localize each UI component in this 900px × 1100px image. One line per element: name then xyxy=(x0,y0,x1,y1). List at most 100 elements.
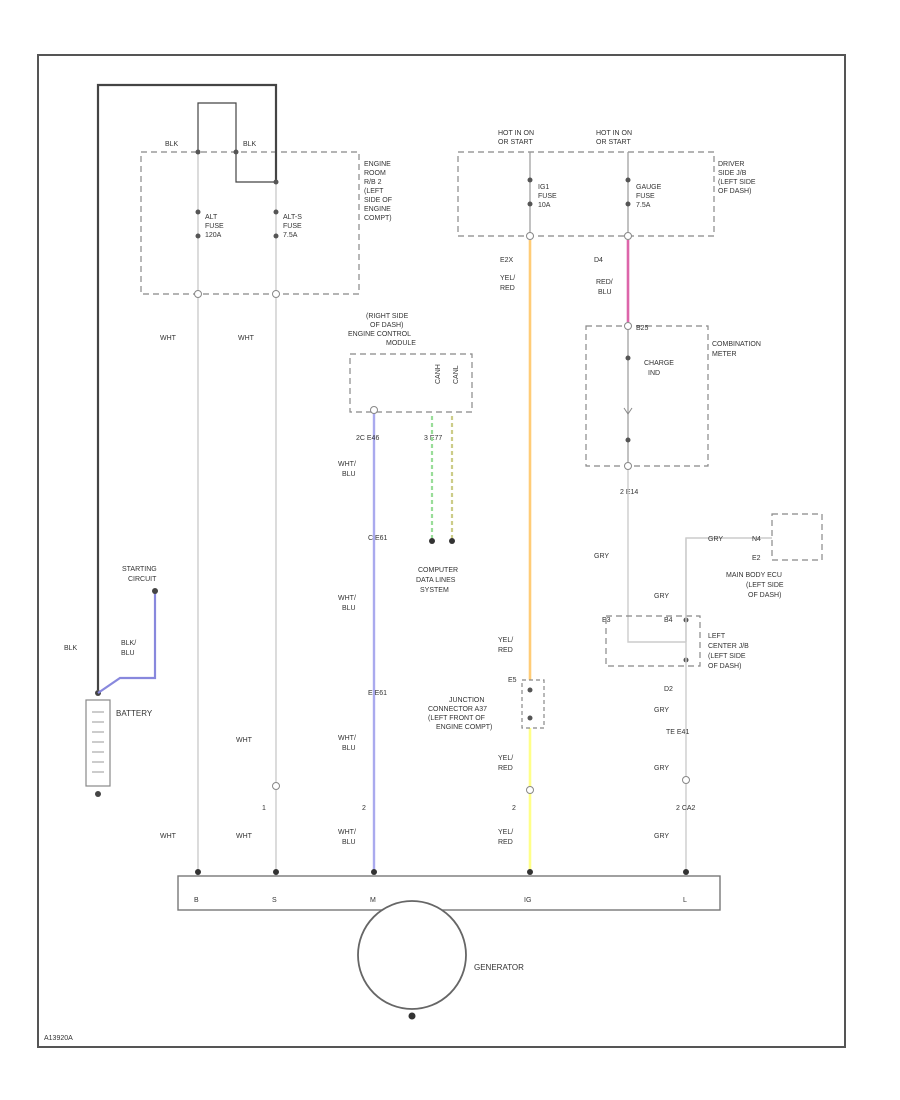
alt-fuse-label: ALT FUSE 120A xyxy=(205,214,224,239)
svg-text:(LEFT SIDE: (LEFT SIDE xyxy=(718,179,756,186)
blk-battery-label: BLK xyxy=(64,645,78,652)
svg-text:RED: RED xyxy=(498,765,513,772)
battery-symbol xyxy=(85,699,111,787)
terminal-l: L xyxy=(683,897,687,904)
svg-text:WHT/: WHT/ xyxy=(338,461,356,468)
gauge-fuse-label: GAUGE FUSE 7.5A xyxy=(636,184,662,209)
starting-circuit-label: STARTING CIRCUIT xyxy=(122,566,157,583)
svg-text:(LEFT SIDE: (LEFT SIDE xyxy=(708,653,746,660)
svg-text:RED: RED xyxy=(500,285,515,292)
hot-label-right: HOT IN ON OR START xyxy=(596,130,632,146)
svg-text:HOT IN ON: HOT IN ON xyxy=(498,130,534,137)
canl-end xyxy=(449,538,455,544)
battery-label: BATTERY xyxy=(116,709,153,718)
alts-fuse-top xyxy=(273,209,279,215)
svg-text:RED: RED xyxy=(498,839,513,846)
terminal-m: M xyxy=(370,897,376,904)
driver-jb-box xyxy=(457,151,715,237)
svg-text:(LEFT FRONT OF: (LEFT FRONT OF xyxy=(428,715,485,722)
alt-fuse-bottom xyxy=(195,233,201,239)
main-body-ecu-label: MAIN BODY ECU (LEFT SIDE OF DASH) xyxy=(726,572,784,599)
m-pin: 2 xyxy=(362,805,366,812)
svg-text:7.5A: 7.5A xyxy=(636,202,651,209)
e5-code: E5 xyxy=(508,677,517,684)
n4-code: N4 xyxy=(752,536,761,543)
svg-text:OF DASH): OF DASH) xyxy=(718,188,751,195)
engine-room-rb-box xyxy=(140,151,360,295)
starting-circuit-node xyxy=(152,588,158,594)
yelred-label: YEL/ RED YEL/ RED YEL/ RED YEL/ RED xyxy=(498,275,515,846)
svg-text:ENGINE: ENGINE xyxy=(364,206,391,213)
combination-meter-box xyxy=(585,325,709,467)
e14-code: 2 E14 xyxy=(620,489,638,496)
svg-text:MAIN BODY ECU: MAIN BODY ECU xyxy=(726,572,782,579)
alts-out-connector xyxy=(272,290,280,298)
svg-text:BLU: BLU xyxy=(342,745,356,752)
terminal-b: B xyxy=(194,897,199,904)
e2-code: E2 xyxy=(752,555,761,562)
svg-text:FUSE: FUSE xyxy=(283,223,302,230)
svg-text:BLU: BLU xyxy=(342,605,356,612)
gry-mb-label: GRY xyxy=(708,536,723,543)
svg-text:BLU: BLU xyxy=(598,289,612,296)
wht-label: WHT xyxy=(236,833,253,840)
ca2-code: 2 CA2 xyxy=(676,805,696,812)
svg-text:CONNECTOR A37: CONNECTOR A37 xyxy=(428,706,487,713)
svg-text:COMPT): COMPT) xyxy=(364,215,392,222)
svg-text:YEL/: YEL/ xyxy=(498,829,513,836)
diagram-frame xyxy=(37,54,846,1048)
ig-pin: 2 xyxy=(512,805,516,812)
fuse-link-loop xyxy=(197,102,276,183)
canh-end xyxy=(429,538,435,544)
svg-text:ROOM: ROOM xyxy=(364,170,386,177)
svg-text:FUSE: FUSE xyxy=(538,193,557,200)
blk-blu-label: BLK/ BLU xyxy=(121,640,136,657)
whtblu-label: WHT/ BLU WHT/ BLU WHT/ BLU WHT/ BLU xyxy=(338,461,356,846)
main-body-ecu-box xyxy=(771,513,823,561)
left-center-jb-label: LEFT CENTER J/B (LEFT SIDE OF DASH) xyxy=(708,633,749,670)
svg-text:CIRCUIT: CIRCUIT xyxy=(128,576,157,583)
blk-label-left: BLK xyxy=(165,141,179,148)
svg-text:OR START: OR START xyxy=(596,139,631,146)
svg-text:ENGINE: ENGINE xyxy=(364,161,391,168)
charge-ind-label: CHARGE IND xyxy=(644,360,674,377)
svg-text:STARTING: STARTING xyxy=(122,566,157,573)
terminal-s: S xyxy=(272,897,277,904)
blk-label-right: BLK xyxy=(243,141,257,148)
svg-text:LEFT: LEFT xyxy=(708,633,726,640)
charge-indicator-symbol xyxy=(623,407,633,415)
redblu-label: RED/ BLU xyxy=(596,279,613,296)
alts-fuse-bottom xyxy=(273,233,279,239)
svg-text:RED/: RED/ xyxy=(596,279,613,286)
e77-code: 3 E77 xyxy=(424,435,442,442)
b25-code: B25 xyxy=(636,325,649,332)
te-e41-code: TE E41 xyxy=(666,729,689,736)
svg-text:FUSE: FUSE xyxy=(205,223,224,230)
svg-text:JUNCTION: JUNCTION xyxy=(449,697,484,704)
generator-symbol xyxy=(357,900,467,1010)
svg-text:BLU: BLU xyxy=(342,839,356,846)
gauge-out-connector xyxy=(624,232,632,240)
engine-room-rb-label: ENGINE ROOM R/B 2 (LEFT SIDE OF ENGINE C… xyxy=(364,161,392,222)
gry-label: GRY xyxy=(654,707,669,714)
svg-text:WHT/: WHT/ xyxy=(338,735,356,742)
e2x-code: E2X xyxy=(500,257,514,264)
svg-text:YEL/: YEL/ xyxy=(498,637,513,644)
svg-text:ALT: ALT xyxy=(205,214,218,221)
svg-text:BLU: BLU xyxy=(121,650,135,657)
svg-text:YEL/: YEL/ xyxy=(500,275,515,282)
svg-text:(RIGHT SIDE: (RIGHT SIDE xyxy=(366,313,409,320)
svg-text:BLK/: BLK/ xyxy=(121,640,136,647)
d4-code: D4 xyxy=(594,257,603,264)
terminal-ig: IG xyxy=(524,897,531,904)
canl-pin: CANL xyxy=(453,365,460,384)
wht-label: WHT xyxy=(160,335,177,342)
svg-text:GAUGE: GAUGE xyxy=(636,184,662,191)
ig-connector xyxy=(526,786,534,794)
generator-terminal-block xyxy=(177,875,721,911)
svg-text:ALT-S: ALT-S xyxy=(283,214,302,221)
s-pin: 1 xyxy=(262,805,266,812)
svg-text:SIDE OF: SIDE OF xyxy=(364,197,392,204)
svg-text:OF DASH): OF DASH) xyxy=(370,322,403,329)
